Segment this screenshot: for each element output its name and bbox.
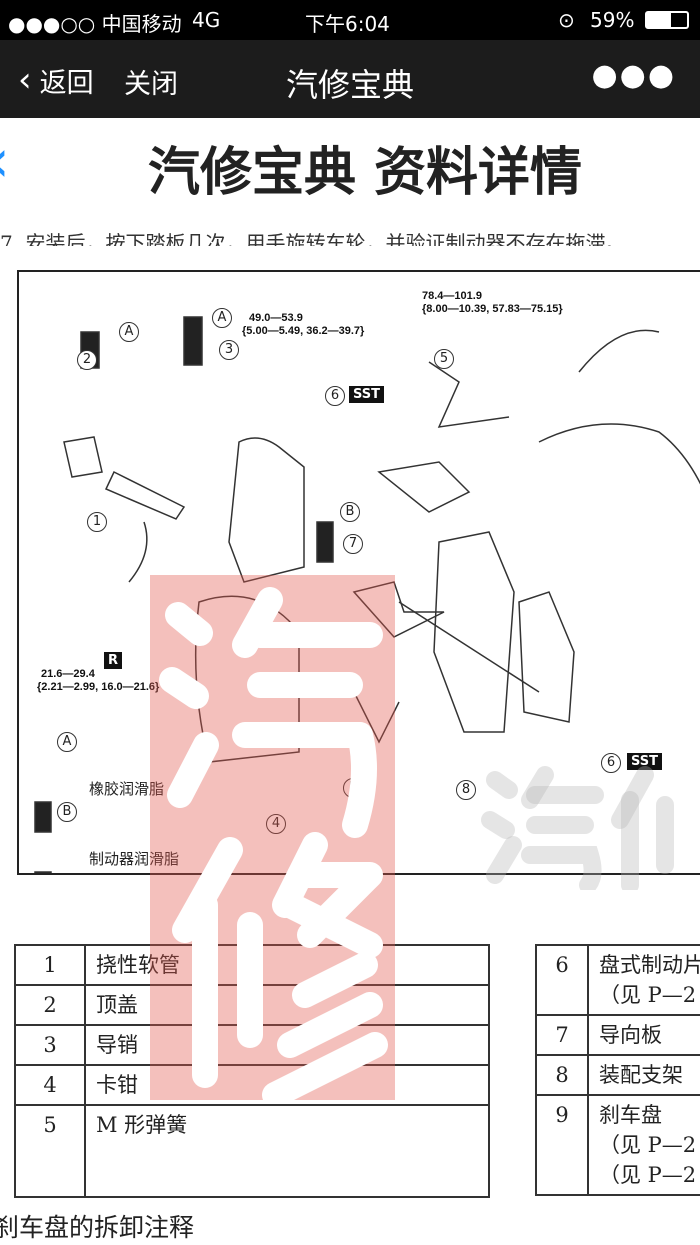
part-no: 4	[14, 1064, 86, 1106]
torque-value: 49.0—53.9	[249, 312, 303, 324]
lock-rotation-icon: ⊙	[558, 8, 575, 32]
torque-value: 78.4—101.9	[422, 290, 482, 302]
part-no: 1	[14, 944, 86, 986]
part-number: 3	[219, 340, 239, 360]
part-name: 导向板	[587, 1014, 700, 1056]
part-number: 1	[87, 512, 107, 532]
battery-icon	[645, 11, 689, 29]
legend-brake-grease: 制动器润滑脂	[89, 850, 180, 868]
part-no: 5	[14, 1104, 86, 1198]
part-name-cell: 盘式制动片 （见 P—2	[587, 944, 700, 1016]
part-number: 8	[456, 780, 476, 800]
part-no: 7	[535, 1014, 589, 1056]
part-no: 6	[535, 944, 589, 1016]
more-button[interactable]: ●●●	[591, 58, 676, 93]
part-name: 盘式制动片	[599, 953, 700, 977]
network: 4G	[192, 8, 221, 32]
part-number: 2	[77, 350, 97, 370]
torque-value: 21.6—29.4	[41, 668, 95, 680]
part-number: 4	[266, 814, 286, 834]
part-ref: （见 P—2	[599, 1133, 697, 1157]
part-no: 2	[14, 984, 86, 1026]
watermark	[150, 575, 395, 1100]
watermark-gray	[475, 760, 700, 890]
part-name: M 形弹簧	[84, 1104, 490, 1198]
part-ref: （见 P—2	[599, 1163, 697, 1187]
part-name: 挠性软管	[84, 944, 490, 986]
part-name: 刹车盘	[599, 1103, 662, 1127]
watermark-gray-graphic	[481, 766, 674, 890]
back-label: 返回	[39, 67, 94, 99]
page-title: 汽修宝典 资料详情	[147, 143, 583, 203]
table-row: 9 刹车盘 （见 P—2 （见 P—2	[535, 1094, 700, 1196]
part-number: 7	[343, 534, 363, 554]
nav-bar: ‹返回 关闭 汽修宝典 ●●●	[0, 40, 700, 118]
chevron-left-icon: ‹	[18, 60, 32, 100]
status-bar: ●●●○○ 中国移动 4G 下午6:04 ⊙ 59%	[0, 0, 700, 40]
sst-tag: SST	[349, 386, 385, 403]
grease-a-marker: A	[212, 308, 232, 328]
time: 下午6:04	[305, 12, 390, 36]
grease-b-marker: B	[340, 502, 360, 522]
sst-tag: SST	[627, 753, 663, 770]
cut-off-text: 7. 安装后，按下踏板几次，用手旋转车轮，并验证制动器不存在拖滞。	[0, 231, 626, 246]
part-ref: （见 P—2	[599, 983, 697, 1007]
torque-value-detail: {8.00—10.39, 57.83—75.15}	[422, 303, 563, 315]
grease-a-marker: A	[57, 732, 77, 752]
part-name: 顶盖	[84, 984, 490, 1026]
section-caption: 刹车盘的拆卸注释	[0, 1213, 195, 1242]
torque-value-detail: {5.00—5.49, 36.2—39.7}	[242, 325, 365, 337]
part-no: 9	[535, 1094, 589, 1196]
legend-rubber-grease: 橡胶润滑脂	[89, 780, 165, 798]
grease-b-marker: B	[57, 802, 77, 822]
close-button[interactable]: 关闭	[124, 69, 178, 100]
part-name: 装配支架	[587, 1054, 700, 1096]
torque-value-detail: {2.21—2.99, 16.0—21.6}	[37, 681, 160, 693]
replace-tag: R	[104, 652, 123, 669]
grease-a-marker: A	[119, 322, 139, 342]
battery-percent: 59%	[590, 8, 635, 32]
page-back-icon[interactable]: ‹	[0, 126, 10, 196]
part-no: 8	[535, 1054, 589, 1096]
watermark-lettering-graphic	[159, 587, 388, 1100]
table-row: 6 盘式制动片 （见 P—2	[535, 944, 700, 1016]
carrier: ●●●○○ 中国移动	[8, 12, 182, 36]
part-name-cell: 刹车盘 （见 P—2 （见 P—2	[587, 1094, 700, 1196]
part-number: 5	[434, 349, 454, 369]
part-number: 6	[325, 386, 345, 406]
part-no: 3	[14, 1024, 86, 1066]
part-number: 6	[601, 753, 621, 773]
back-button[interactable]: ‹返回	[18, 60, 94, 100]
